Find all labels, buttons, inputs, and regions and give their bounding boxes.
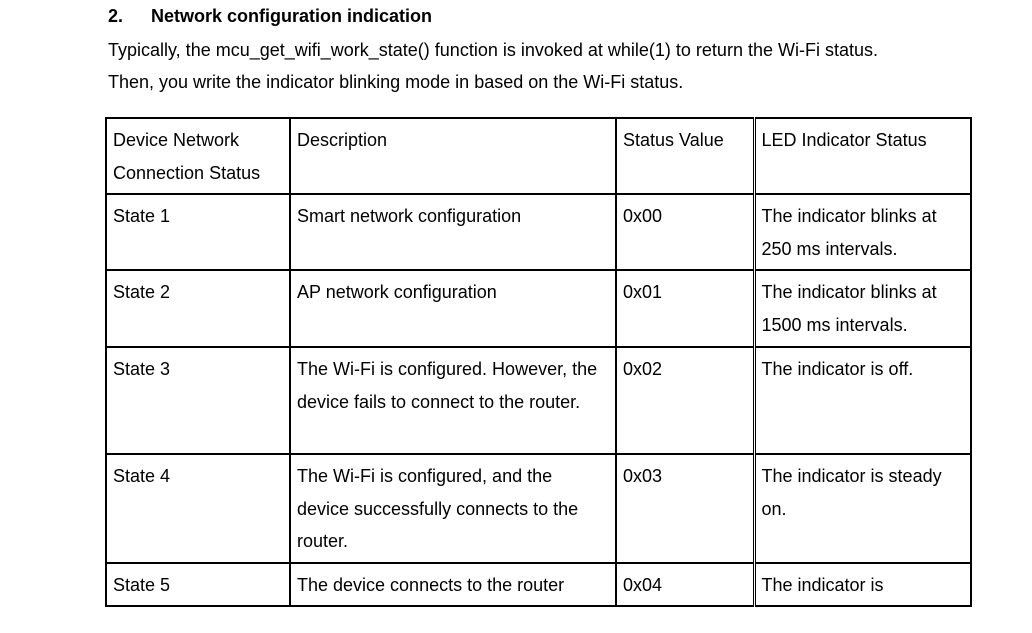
section-title: Network configuration indication bbox=[151, 6, 433, 26]
state-cell: State 5 bbox=[105, 561, 291, 607]
table-row: State 2 AP network configuration 0x01 Th… bbox=[105, 269, 972, 348]
state-cell: State 3 bbox=[105, 346, 291, 455]
status-value-cell: 0x04 bbox=[615, 561, 755, 607]
status-value-cell: 0x02 bbox=[615, 346, 755, 455]
intro-paragraph-2: Then, you write the indicator blinking m… bbox=[108, 72, 684, 92]
description-cell: The device connects to the router bbox=[289, 561, 617, 607]
header-description: Description bbox=[289, 117, 617, 195]
status-value-cell: 0x00 bbox=[615, 193, 755, 271]
section-heading: 2. Network configuration indication bbox=[108, 6, 432, 27]
status-value-cell: 0x03 bbox=[615, 453, 755, 564]
header-connection-status: Device Network Connection Status bbox=[105, 117, 291, 195]
intro-paragraph-1: Typically, the mcu_get_wifi_work_state()… bbox=[108, 40, 878, 60]
description-cell: AP network configuration bbox=[289, 269, 617, 348]
section-number: 2. bbox=[108, 6, 124, 26]
table-header-row: Device Network Connection Status Descrip… bbox=[105, 117, 972, 195]
led-status-cell: The indicator blinks at 1500 ms interval… bbox=[752, 269, 972, 348]
state-cell: State 2 bbox=[105, 269, 291, 348]
led-status-cell: The indicator is bbox=[752, 561, 972, 607]
description-cell: Smart network configuration bbox=[289, 193, 617, 271]
table-row: State 1 Smart network configuration 0x00… bbox=[105, 193, 972, 271]
description-cell: The Wi-Fi is configured. However, the de… bbox=[289, 346, 617, 455]
header-status-value: Status Value bbox=[615, 117, 755, 195]
led-status-cell: The indicator is steady on. bbox=[752, 453, 972, 564]
state-cell: State 1 bbox=[105, 193, 291, 271]
table-row: State 3 The Wi-Fi is configured. However… bbox=[105, 346, 972, 455]
description-cell: The Wi-Fi is configured, and the device … bbox=[289, 453, 617, 564]
led-status-cell: The indicator blinks at 250 ms intervals… bbox=[752, 193, 972, 271]
network-status-table: Device Network Connection Status Descrip… bbox=[105, 117, 972, 607]
table-row: State 4 The Wi-Fi is configured, and the… bbox=[105, 453, 972, 564]
table-row: State 5 The device connects to the route… bbox=[105, 561, 972, 607]
status-value-cell: 0x01 bbox=[615, 269, 755, 348]
header-led-status: LED Indicator Status bbox=[752, 117, 972, 195]
state-cell: State 4 bbox=[105, 453, 291, 564]
led-status-cell: The indicator is off. bbox=[752, 346, 972, 455]
